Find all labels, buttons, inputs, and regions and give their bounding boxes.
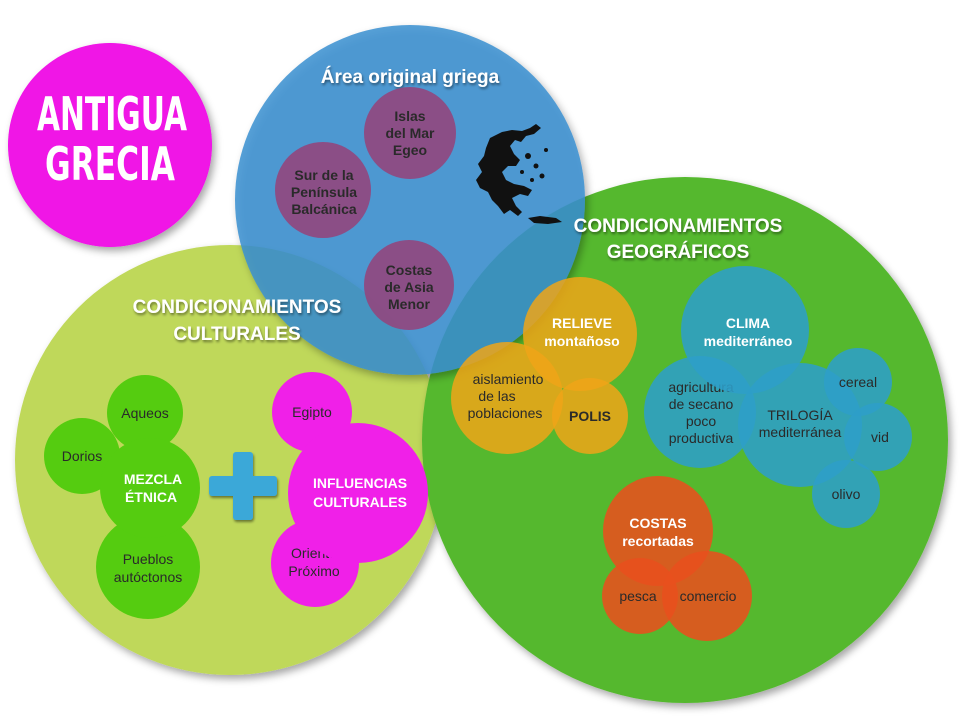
dorios-circle: Dorios [44,418,120,494]
trilogy-line-2: mediterránea [759,424,842,440]
coasts-line-1: COSTAS [629,515,686,531]
climate-line-1: CLIMA [726,315,770,331]
agriculture-line-3: poco [686,413,717,429]
agriculture-line-4: productiva [669,430,734,446]
olivo-label: olivo [832,486,861,502]
mix-circle: MEZCLA ÉTNICA [100,438,200,538]
native-circle: Pueblos autóctonos [96,515,200,619]
cereal-label: cereal [839,374,877,390]
asia-minor-line-3: Menor [388,296,431,312]
pesca-circle: pesca [602,558,678,634]
aqueos-circle: Aqueos [107,375,183,451]
near-east-line-2: Próximo [288,563,340,579]
isolation-line-1: aislamiento [473,371,544,387]
islands-line-1: Islas [394,108,425,124]
cereal-circle: cereal [824,348,892,416]
vid-label: vid [871,429,889,445]
mix-line-2: ÉTNICA [125,489,177,505]
south-balkan-line-1: Sur de la [294,167,353,183]
isolation-circle: aislamiento de las poblaciones [451,342,563,454]
original-area-circle: Área original griega [235,25,585,375]
greece-map-icon [476,124,562,224]
asia-minor-line-2: de Asia [384,279,433,295]
islands-line-2: del Mar [385,125,435,141]
cultural-title-line-1: CONDICIONAMIENTOS [133,297,342,318]
native-line-2: autóctonos [114,569,183,585]
south-balkan-line-3: Balcánica [291,201,357,217]
title-line-2: GRECIA [45,137,175,191]
trilogy-line-1: TRILOGÍA [767,407,833,423]
geographic-title-line-1: CONDICIONAMIENTOS [574,216,783,237]
south-balkan-circle: Sur de la Península Balcánica [275,142,371,238]
comercio-circle: comercio [662,551,752,641]
isolation-line-3: poblaciones [468,405,543,421]
original-area-title: Área original griega [321,66,500,88]
agriculture-line-2: de secano [669,396,734,412]
plus-icon [209,452,277,520]
influences-line-1: INFLUENCIAS [313,475,407,491]
polis-label: POLIS [569,408,611,424]
islands-circle: Islas del Mar Egeo [364,87,456,179]
relief-line-1: RELIEVE [552,315,612,331]
polis-circle: POLIS [552,378,628,454]
geographic-title-line-2: GEOGRÁFICOS [607,241,750,263]
title-circle: ANTIGUA GRECIA [8,43,212,247]
climate-circle: CLIMA mediterráneo [681,266,809,394]
influences-line-2: CULTURALES [313,494,407,510]
vid-circle: vid [844,403,912,471]
native-line-1: Pueblos [123,551,174,567]
olivo-circle: olivo [812,460,880,528]
dorios-label: Dorios [62,448,102,464]
aqueos-label: Aqueos [121,405,168,421]
influences-circle: INFLUENCIAS CULTURALES [288,423,428,563]
cultural-title-line-2: CULTURALES [173,324,300,345]
relief-circle: RELIEVE montañoso [523,277,637,391]
climate-line-2: mediterráneo [704,333,793,349]
pesca-label: pesca [619,588,657,604]
south-balkan-line-2: Península [291,184,357,200]
egipto-label: Egipto [292,404,332,420]
asia-minor-circle: Costas de Asia Menor [364,240,454,330]
relief-line-2: montañoso [544,333,619,349]
isolation-line-2: de las [478,388,515,404]
mix-line-1: MEZCLA [124,471,182,487]
coasts-line-2: recortadas [622,533,694,549]
title-line-1: ANTIGUA [37,87,187,141]
comercio-label: comercio [680,588,737,604]
asia-minor-line-1: Costas [386,262,433,278]
islands-line-3: Egeo [393,142,427,158]
